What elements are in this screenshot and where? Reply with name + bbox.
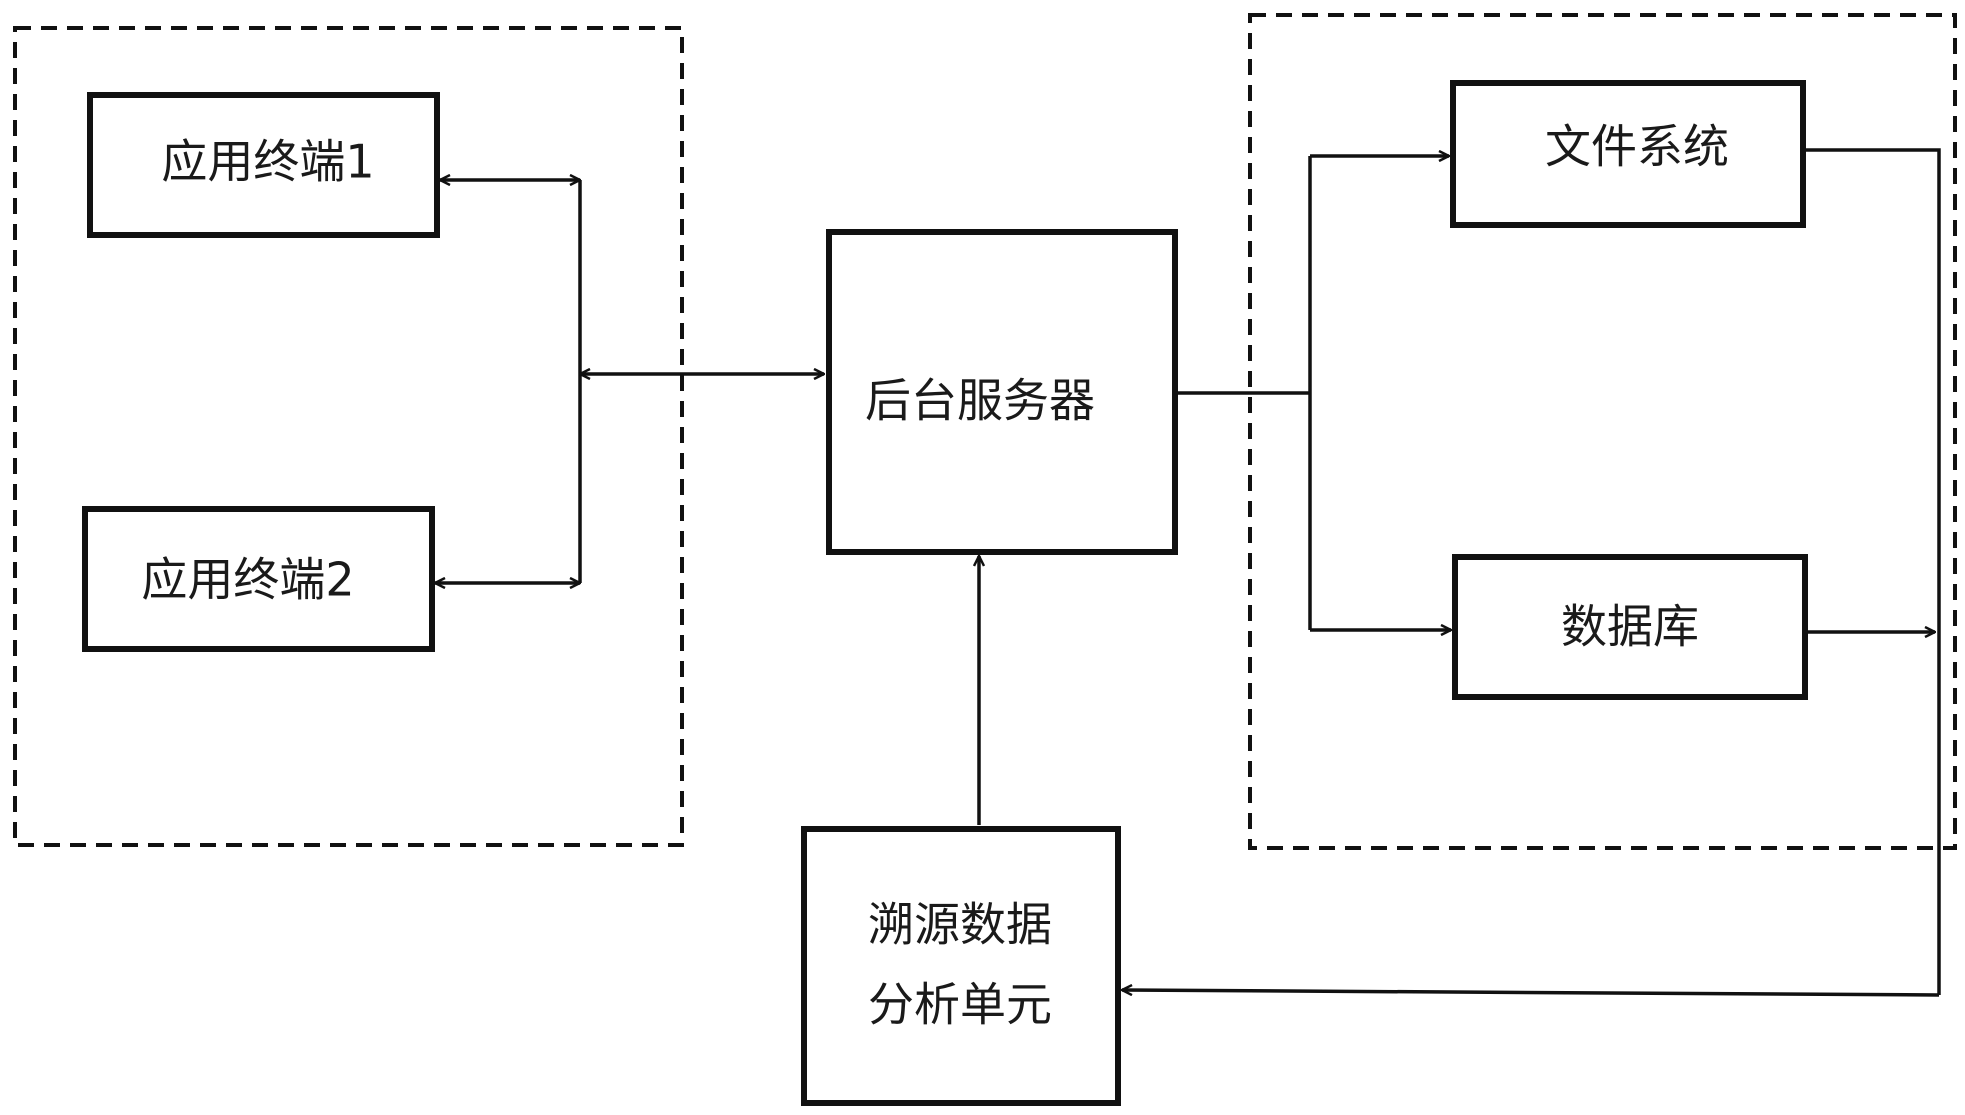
terminal-1-box bbox=[87, 92, 440, 238]
file-system-box bbox=[1450, 80, 1806, 228]
terminal-2-node[interactable]: 应用终端2 bbox=[82, 506, 435, 652]
database-box bbox=[1452, 554, 1808, 700]
file-system-node[interactable]: 文件系统 bbox=[1450, 80, 1806, 228]
terminal-2-label: 应用终端2 bbox=[141, 553, 354, 607]
storage-group bbox=[1248, 13, 1957, 850]
to-analysis-unit-arrow bbox=[1122, 990, 1940, 997]
file-system-return-line bbox=[1803, 148, 1941, 995]
terminal-2-box bbox=[82, 506, 435, 652]
terminals-group bbox=[13, 26, 684, 847]
terminal-1-node[interactable]: 应用终端1 bbox=[87, 92, 440, 238]
analysis-unit-node[interactable]: 溯源数据 分析单元 bbox=[801, 826, 1121, 1106]
analysis-unit-box bbox=[801, 826, 1121, 1106]
database-label: 数据库 bbox=[1561, 600, 1699, 654]
analysis-unit-label-line1: 溯源数据 bbox=[868, 898, 1052, 952]
server-label: 后台服务器 bbox=[865, 374, 1095, 428]
file-system-label: 文件系统 bbox=[1545, 120, 1729, 174]
server-node[interactable]: 后台服务器 bbox=[826, 229, 1178, 555]
terminal-1-label: 应用终端1 bbox=[161, 135, 374, 189]
database-node[interactable]: 数据库 bbox=[1452, 554, 1808, 700]
analysis-unit-label-line2: 分析单元 bbox=[868, 978, 1052, 1032]
